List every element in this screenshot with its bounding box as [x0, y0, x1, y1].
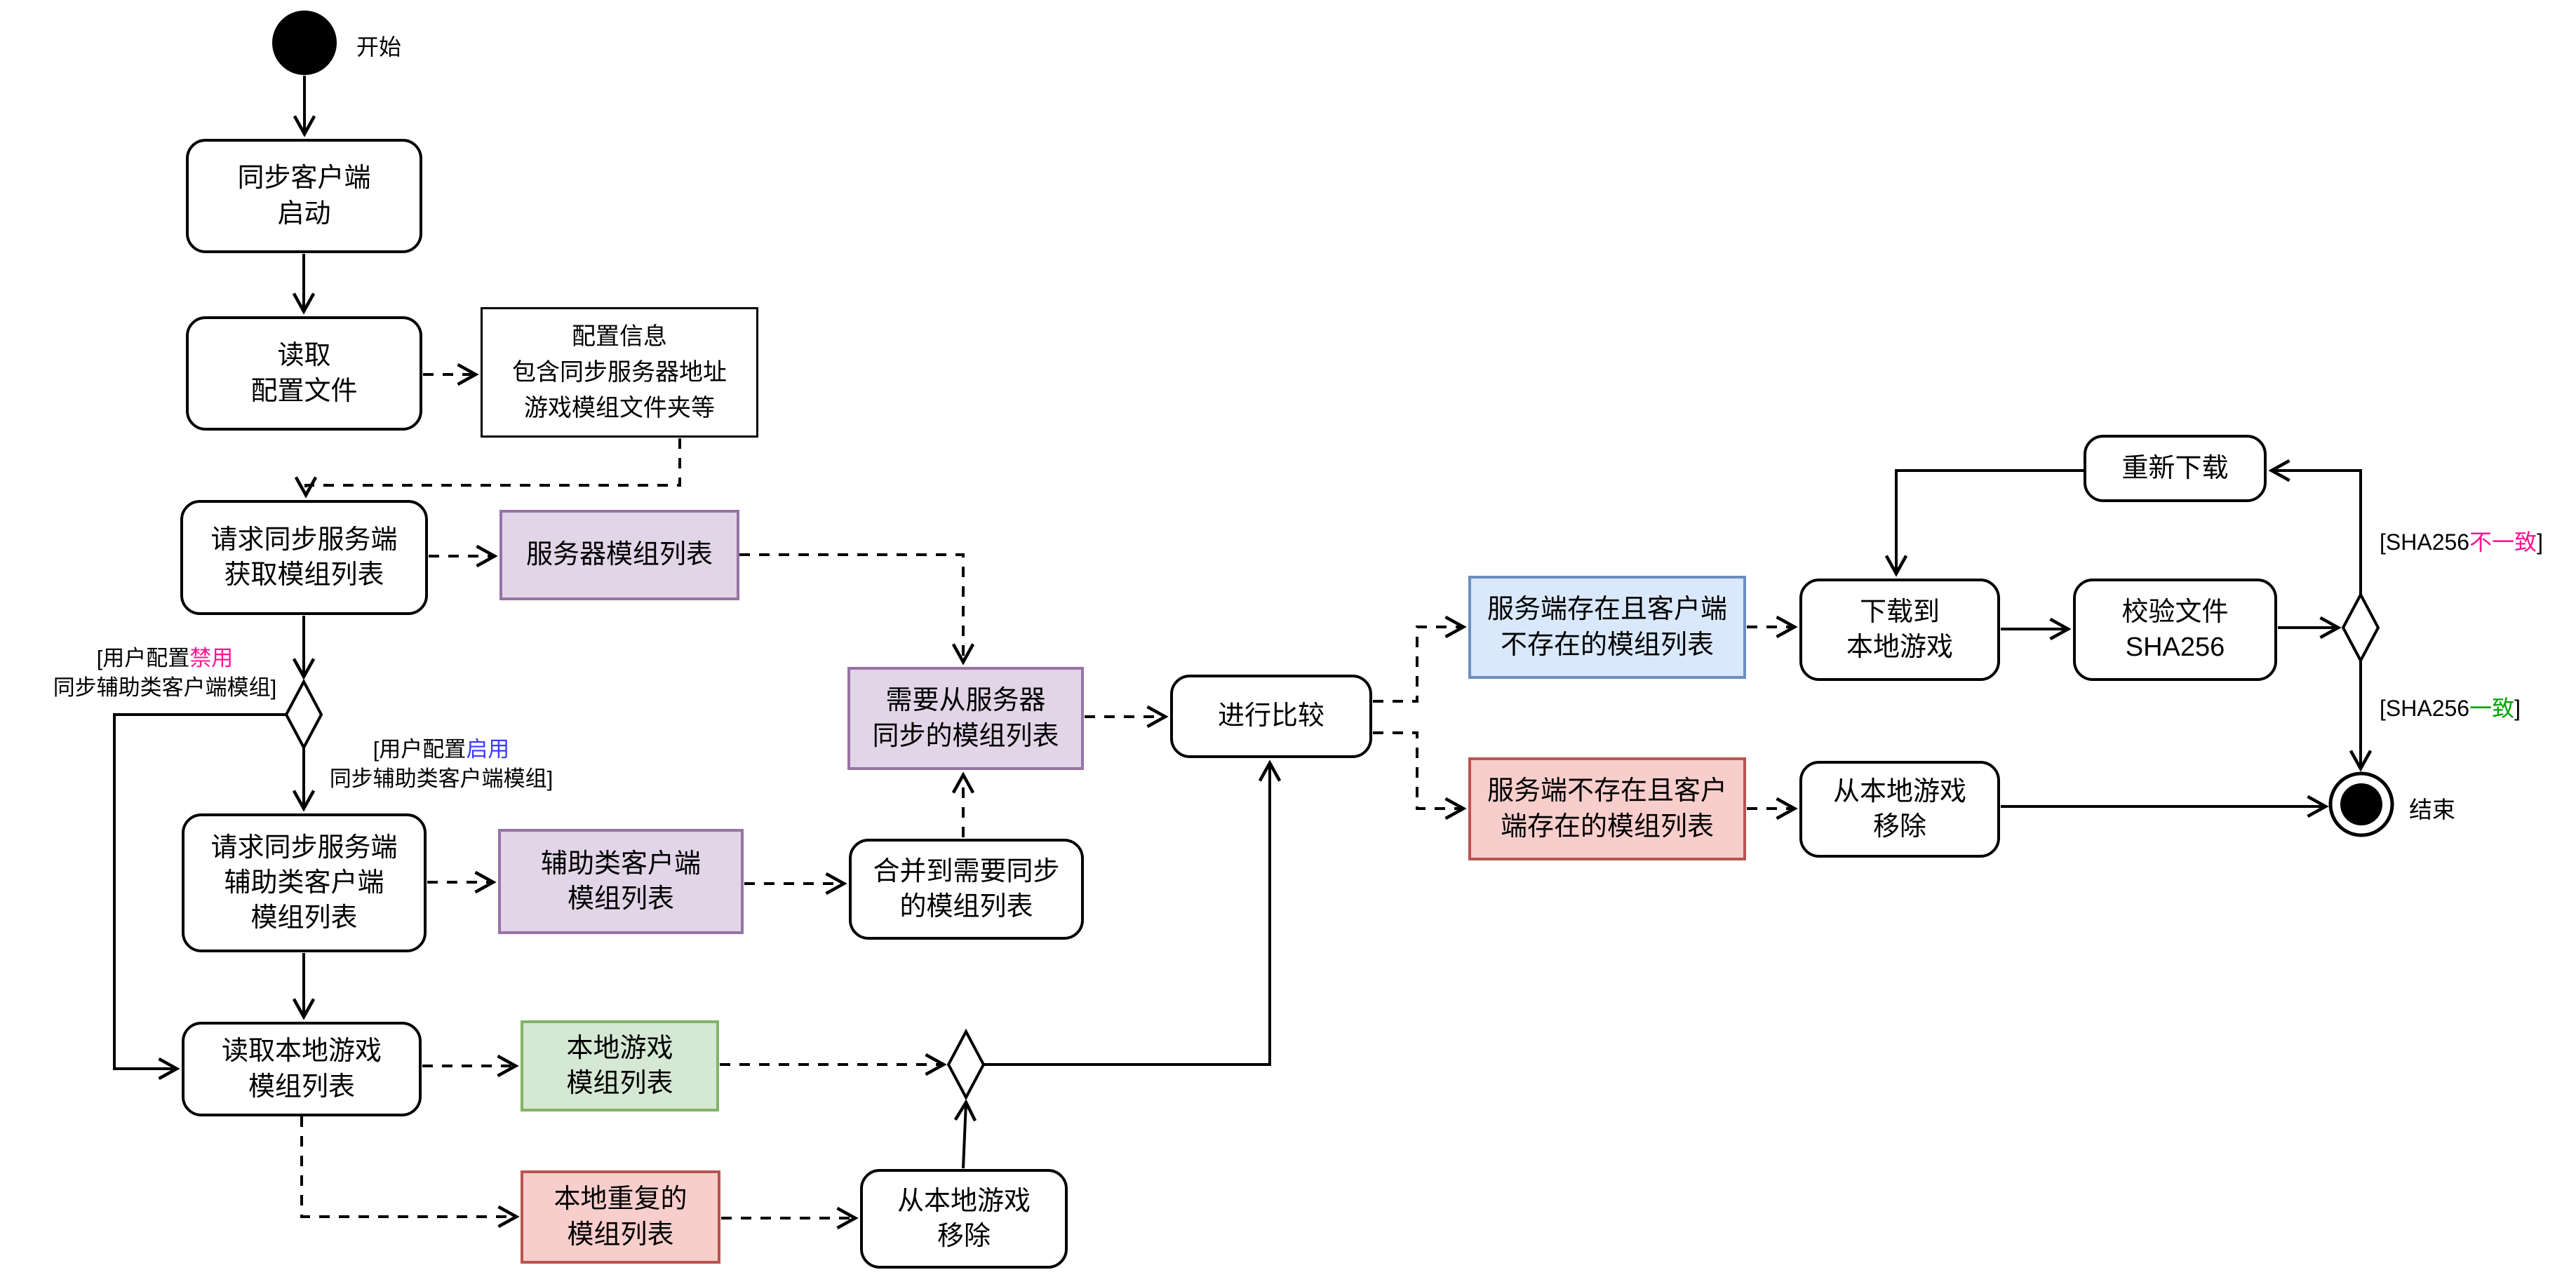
start-label: 开始 [356, 34, 402, 60]
databox-server-only-list: 服务端存在且客户端 不存在的模组列表 [1468, 576, 1746, 679]
end-node-core [2340, 783, 2382, 825]
edge-remove-bottom-to-merge-diamond [963, 1102, 966, 1169]
node-read-local-mods: 读取本地游戏 模组列表 [182, 1022, 422, 1116]
node-request-server-mods: 请求同步服务端 获取模组列表 [180, 500, 428, 615]
node-read-config: 读取 配置文件 [186, 316, 422, 431]
node-remove-from-local-right: 从本地游戏 移除 [1799, 761, 2000, 858]
edge-compare-to-server-only [1373, 627, 1463, 703]
node-verify-sha256: 校验文件 SHA256 [2073, 579, 2277, 681]
guard-sha-match: [SHA256一致] [2380, 696, 2521, 721]
note-config-info: 配置信息 包含同步服务器地址 游戏模组文件夹等 [481, 307, 758, 438]
edge-compare-to-client-only [1373, 731, 1463, 809]
node-redownload: 重新下载 [2084, 435, 2267, 502]
node-compare: 进行比较 [1170, 675, 1372, 758]
decision1-diamond [284, 678, 323, 751]
node-request-helper-mods: 请求同步服务端 辅助类客户端 模组列表 [182, 813, 427, 952]
node-remove-from-local-bottom: 从本地游戏 移除 [860, 1169, 1068, 1269]
databox-helper-mod-list: 辅助类客户端 模组列表 [498, 829, 744, 934]
edge-read-local-to-duplicate-list [300, 1116, 516, 1217]
guard-disable-line1: [用户配置禁用 [96, 646, 234, 670]
databox-local-mod-list: 本地游戏 模组列表 [521, 1020, 719, 1112]
guard-disable-keyword: 禁用 [189, 646, 234, 670]
guard-sha-mismatch-keyword: 不一致 [2469, 529, 2537, 555]
node-merge-sync-list: 合并到需要同步 的模组列表 [849, 839, 1084, 940]
end-label: 结束 [2409, 797, 2455, 823]
edge-note-to-request-server [306, 438, 681, 495]
edge-decision1-disable-branch [113, 713, 286, 1069]
databox-server-mod-list: 服务器模组列表 [499, 510, 739, 600]
guard-enable-keyword: 启用 [466, 737, 510, 762]
guard-enable-line1: [用户配置启用 [373, 737, 510, 762]
node-download-to-local: 下载到 本地游戏 [1799, 579, 2000, 681]
databox-local-duplicate-list: 本地重复的 模组列表 [521, 1170, 720, 1264]
merge-diamond [946, 1028, 986, 1101]
guard-enable-line2: 同步辅助类客户端模组] [329, 766, 554, 791]
edge-merge-diamond-to-compare [984, 763, 1270, 1066]
node-sync-client-start: 同步客户端 启动 [186, 139, 422, 253]
edge-redownload-to-download [1896, 469, 2084, 574]
guard-disable-line2: 同步辅助类客户端模组] [53, 675, 277, 700]
databox-need-sync-list: 需要从服务器 同步的模组列表 [847, 667, 1084, 770]
guard-disable-helper-sync: [用户配置禁用 同步辅助类客户端模组] [39, 644, 291, 703]
start-node [272, 11, 337, 75]
guard-sha-match-keyword: 一致 [2469, 696, 2515, 721]
databox-client-only-list: 服务端不存在且客户 端存在的模组列表 [1468, 757, 1746, 860]
decision2-diamond [2341, 591, 2380, 664]
edge-decision2-to-redownload [2272, 471, 2362, 595]
guard-enable-helper-sync: [用户配置启用 同步辅助类客户端模组] [318, 735, 565, 794]
edge-server-list-to-need-sync [739, 553, 963, 662]
guard-sha-mismatch: [SHA256不一致] [2380, 529, 2543, 555]
